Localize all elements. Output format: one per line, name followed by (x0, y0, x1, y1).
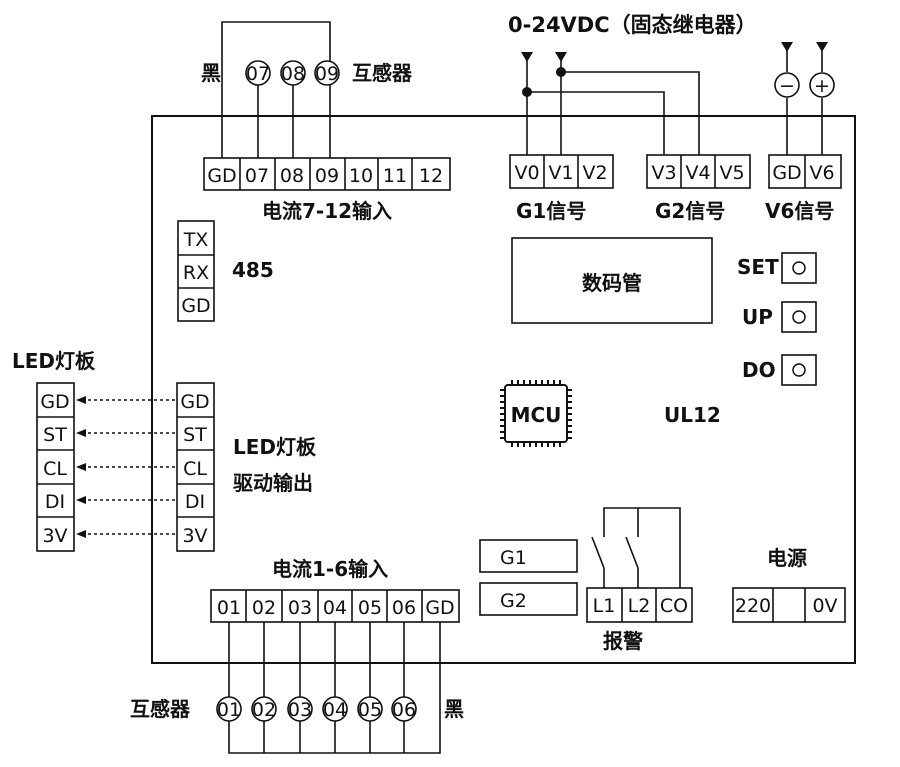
mcu-chip: MCU (500, 380, 572, 447)
sensor-03: 03 (288, 699, 312, 721)
g1-box-label: G1 (500, 547, 527, 569)
led-drive-cl: CL (183, 458, 207, 480)
g1-signal-block: V0 V1 V2 G1信号 (509, 154, 614, 223)
signal-wiring (521, 52, 700, 158)
term-10: 10 (349, 165, 373, 187)
sensor-label-bottom: 互感器 (130, 697, 191, 721)
led-drive-block: GD ST CL DI 3V LED灯板 驱动输出 (176, 382, 317, 552)
term-l2: L2 (628, 595, 651, 617)
set-button[interactable]: SET (737, 252, 817, 284)
up-button-label: UP (742, 305, 773, 329)
led-drive-di: DI (185, 491, 205, 513)
term-v6: V6 (809, 162, 834, 184)
term-v5: V5 (719, 162, 744, 184)
led-drive-gd: GD (180, 391, 209, 413)
term-tx: TX (183, 229, 209, 251)
current-7-12-block: 黑 07 08 09 互感器 GD 07 08 09 10 11 12 电流7-… (201, 21, 451, 223)
g1-box (479, 539, 578, 573)
led-drive-label-2: 驱动输出 (233, 471, 313, 495)
g2-signal-label: G2信号 (655, 199, 725, 223)
power-label: 电源 (767, 546, 807, 570)
term-v4: V4 (685, 162, 710, 184)
alarm-label: 报警 (603, 629, 643, 653)
seven-segment-display (511, 237, 713, 324)
term-02: 02 (252, 597, 276, 619)
term-co: CO (660, 595, 688, 617)
sensor-09: 09 (315, 63, 339, 85)
sensor-02: 02 (252, 699, 276, 721)
v6-minus: − (779, 75, 795, 97)
black-wire-label-bottom: 黑 (444, 697, 464, 721)
rs485-block: TX RX GD 485 (177, 220, 274, 322)
led-drive-st: ST (183, 424, 207, 446)
term-v3: V3 (651, 162, 676, 184)
led-board-cl: CL (43, 458, 67, 480)
led-board-gd: GD (40, 391, 69, 413)
term-06: 06 (392, 597, 416, 619)
set-button-label: SET (737, 255, 779, 279)
led-board-label: LED灯板 (12, 349, 96, 373)
led-drive-label-1: LED灯板 (233, 435, 317, 459)
term-03: 03 (288, 597, 312, 619)
up-button[interactable]: UP (742, 301, 817, 333)
rs485-label: 485 (232, 258, 274, 282)
term-gd-top: GD (207, 165, 236, 187)
sensor-04: 04 (323, 699, 347, 721)
led-board-st: ST (43, 424, 67, 446)
term-gd-485: GD (181, 295, 210, 317)
term-11: 11 (383, 165, 407, 187)
led-drive-3v: 3V (182, 525, 207, 547)
power-block: 电源 220 0V (732, 546, 846, 623)
led-board-3v: 3V (42, 525, 67, 547)
term-05: 05 (358, 597, 382, 619)
term-v0: V0 (514, 162, 539, 184)
term-v1: V1 (548, 162, 573, 184)
led-board-block: LED灯板 GD ST CL DI 3V (12, 349, 96, 552)
sensor-01: 01 (217, 699, 241, 721)
down-button[interactable]: DO (742, 354, 817, 386)
term-07: 07 (245, 165, 269, 187)
current-1-6-block: 电流1-6输入 01 02 03 04 05 06 GD 01 02 03 04… (130, 557, 464, 754)
sensor-08: 08 (281, 63, 305, 85)
term-gd-v6: GD (772, 162, 801, 184)
current-7-12-label: 电流7-12输入 (262, 199, 392, 223)
term-gd-bottom: GD (425, 597, 454, 619)
led-board-di: DI (45, 491, 65, 513)
sensor-label-top: 互感器 (352, 61, 413, 85)
mcu-label: MCU (511, 403, 562, 427)
alarm-block: L1 L2 CO 报警 (586, 507, 693, 653)
g2-signal-block: V3 V4 V5 G2信号 (646, 154, 751, 223)
term-04: 04 (323, 597, 347, 619)
term-v2: V2 (582, 162, 607, 184)
display-label: 数码管 (582, 271, 642, 295)
term-0v: 0V (812, 595, 837, 617)
sensor-06: 06 (392, 699, 416, 721)
term-09: 09 (315, 165, 339, 187)
g2-box-label: G2 (500, 590, 527, 612)
controller-board (151, 115, 856, 664)
current-1-6-label: 电流1-6输入 (272, 557, 388, 581)
model-label: UL12 (664, 403, 721, 427)
g1-signal-label: G1信号 (516, 199, 586, 223)
term-rx: RX (183, 262, 209, 284)
v6-signal-label: V6信号 (765, 199, 834, 223)
sensor-07: 07 (246, 63, 270, 85)
v6-plus: + (814, 75, 830, 97)
relay-title: 0-24VDC（固态继电器） (508, 13, 757, 37)
led-wires (76, 396, 177, 538)
g2-box (479, 582, 578, 616)
v6-signal-block: − + GD V6 V6信号 (765, 42, 842, 223)
term-l1: L1 (593, 595, 616, 617)
term-01: 01 (217, 597, 241, 619)
term-08: 08 (280, 165, 304, 187)
term-220: 220 (735, 595, 771, 617)
down-button-label: DO (742, 358, 776, 382)
term-12: 12 (419, 165, 443, 187)
black-wire-label-top: 黑 (201, 61, 221, 85)
sensor-05: 05 (358, 699, 382, 721)
